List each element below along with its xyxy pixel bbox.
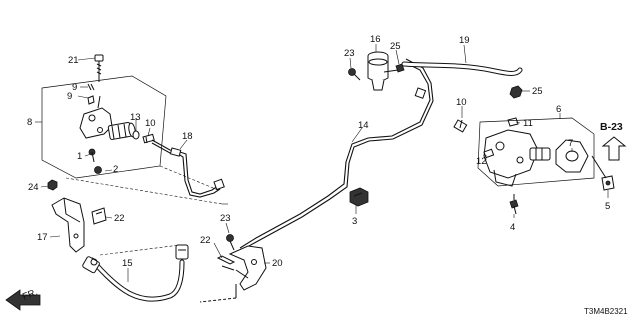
callout-20: 20 — [272, 258, 283, 269]
callout-22b: 22 — [200, 235, 211, 246]
callout-11: 11 — [523, 118, 533, 129]
clip — [91, 207, 107, 225]
callout-10b: 10 — [456, 97, 467, 108]
front-direction-label: FR. — [21, 287, 39, 303]
front-direction-arrow — [5, 289, 41, 311]
clip — [395, 63, 405, 73]
reservoir-hose — [401, 61, 523, 76]
reference-arrow — [601, 136, 627, 161]
callout-3: 3 — [352, 216, 357, 227]
callout-14: 14 — [358, 120, 369, 131]
callout-4: 4 — [510, 222, 515, 233]
callout-13: 13 — [130, 112, 141, 123]
callout-15: 15 — [122, 258, 133, 269]
callout-24: 24 — [28, 182, 39, 193]
joint-bolt — [142, 133, 155, 144]
callout-23b: 23 — [344, 48, 355, 59]
callout-2: 2 — [113, 164, 118, 175]
callout-9a: 9 — [72, 82, 77, 93]
nut — [47, 179, 58, 191]
reservoir-tank — [367, 51, 399, 91]
callout-25a: 25 — [390, 41, 401, 52]
clip — [87, 83, 95, 105]
clip — [509, 85, 523, 99]
clip — [507, 117, 519, 127]
callout-22a: 22 — [114, 213, 125, 224]
reference-label: B-23 — [600, 121, 623, 133]
bolt — [348, 68, 361, 81]
callout-16: 16 — [370, 34, 381, 45]
slave-cylinder-group-frame — [477, 117, 595, 187]
clutch-pipe — [239, 58, 434, 252]
clutch-pipe — [151, 139, 225, 198]
washer — [132, 130, 140, 140]
bleeder — [483, 148, 495, 159]
callout-5: 5 — [605, 201, 610, 212]
clutch-hose — [82, 244, 189, 302]
pushrod — [591, 155, 615, 191]
callout-9b: 9 — [67, 91, 72, 102]
callout-19: 19 — [459, 35, 470, 46]
slave-cylinder — [483, 129, 551, 187]
bracket — [199, 245, 267, 303]
clip — [349, 187, 369, 207]
bolt — [88, 148, 96, 163]
callout-18: 18 — [182, 131, 193, 142]
callout-21: 21 — [68, 55, 79, 66]
bolt — [94, 54, 104, 82]
callout-23a: 23 — [220, 213, 231, 224]
callout-8: 8 — [27, 117, 32, 128]
callout-10a: 10 — [145, 118, 156, 129]
bolt — [226, 234, 235, 251]
callout-17: 17 — [37, 232, 48, 243]
callout-labels: 21 9 9 8 13 10 1 2 18 24 22 17 15 23 22 … — [27, 34, 610, 269]
bracket — [51, 197, 85, 253]
diagram-code: T3M4B2321 — [584, 307, 628, 316]
callout-25b: 25 — [532, 86, 543, 97]
callout-6: 6 — [556, 104, 561, 115]
callout-12: 12 — [476, 156, 487, 167]
dust-boot — [555, 139, 589, 173]
joint-bolt — [453, 119, 468, 133]
bolt — [509, 194, 519, 215]
clip — [216, 255, 236, 271]
callout-1: 1 — [77, 151, 82, 162]
callout-7: 7 — [568, 138, 573, 149]
nut — [94, 166, 102, 174]
